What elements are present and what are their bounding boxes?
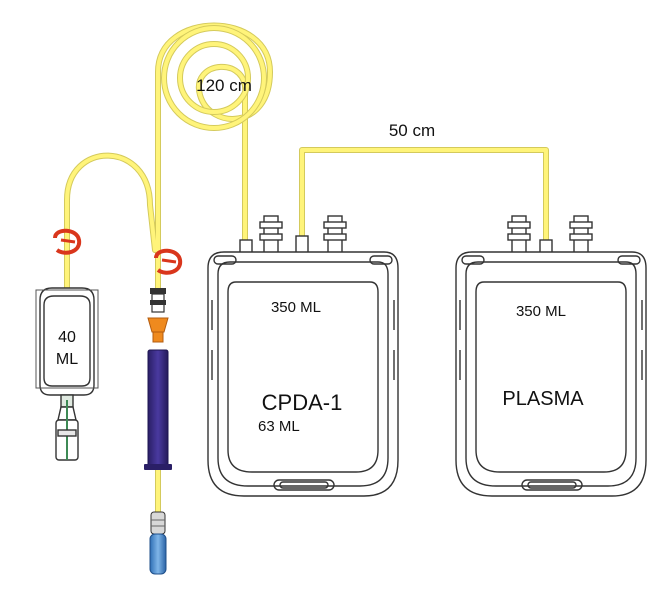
label-tube-link: 50 cm — [389, 121, 435, 140]
label-primary-solution-volume: 63 ML — [258, 418, 300, 435]
needle-assembly — [144, 288, 172, 575]
primary-bag-port-left — [259, 215, 283, 261]
label-sample-volume-1: 40 — [58, 329, 76, 346]
tube-coil-line — [155, 22, 273, 293]
primary-bag — [207, 215, 399, 497]
plasma-bag-port-right — [569, 215, 593, 261]
label-tube-main: 120 cm — [196, 76, 252, 95]
label-plasma-name: PLASMA — [502, 388, 584, 410]
label-sample-volume-2: ML — [56, 351, 78, 368]
plasma-bag — [455, 215, 647, 497]
needle-hub — [147, 317, 169, 333]
needle-cover — [147, 349, 169, 469]
sample-pouch — [35, 287, 99, 461]
tubing — [64, 22, 549, 518]
label-plasma-volume: 350 ML — [516, 303, 566, 320]
clamp-needle-line — [154, 248, 183, 275]
clamp-sample-line — [53, 228, 82, 255]
holder-tip — [149, 533, 167, 575]
label-primary-solution: CPDA-1 — [262, 390, 343, 415]
label-primary-volume: 350 ML — [271, 299, 321, 316]
